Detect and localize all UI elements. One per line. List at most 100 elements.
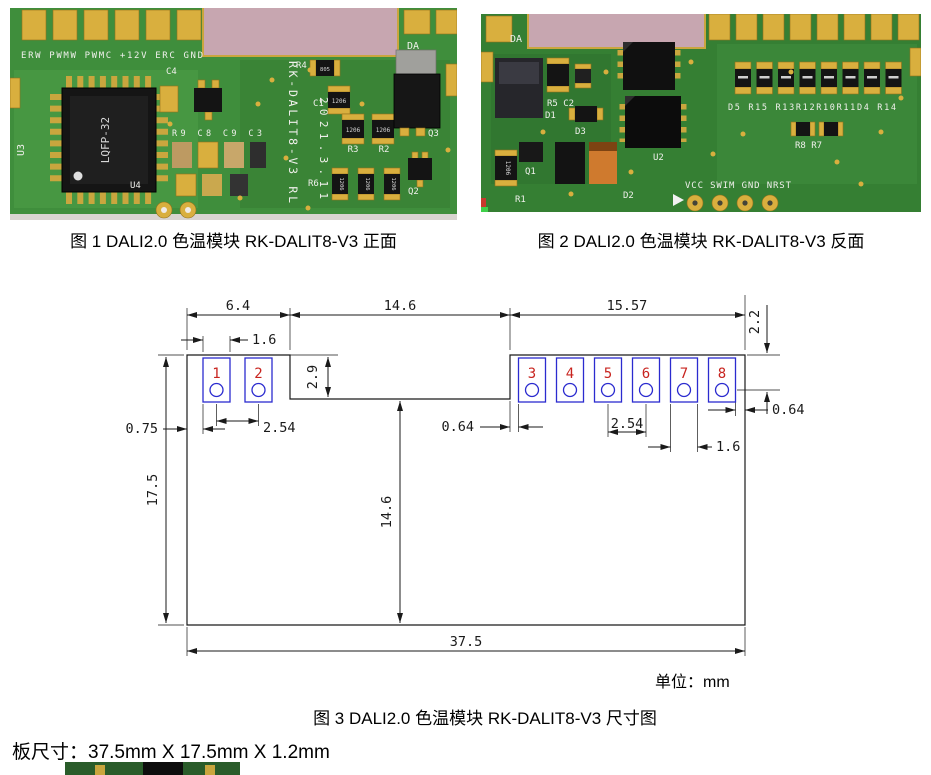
- dim-top-left-width: 6.4: [226, 298, 250, 314]
- resistor-bank: [734, 61, 902, 95]
- dim-board-height: 17.5: [145, 474, 161, 507]
- r2-resistor: 1206: [371, 113, 395, 145]
- fig3-caption: 图 3 DALI2.0 色温模块 RK-DALIT8-V3 尺寸图: [313, 709, 657, 728]
- pin1-triangle-marker: [673, 194, 684, 206]
- u2-label: U2: [653, 153, 664, 163]
- d2-tantalum: [589, 142, 617, 184]
- q1-component: [519, 142, 543, 162]
- edge-1206-component: 1206: [494, 149, 518, 187]
- da-label: DA: [407, 41, 419, 52]
- dim-top-right-width: 15.57: [607, 298, 648, 314]
- dim-notch-depth: 2.9: [305, 365, 321, 389]
- smd-marking: 1206: [346, 127, 361, 134]
- partial-image-artifact: [65, 762, 240, 775]
- smd-marking: 1206: [376, 127, 391, 134]
- r2-label: R2: [379, 145, 390, 155]
- dim-pad-width-right: 1.6: [716, 439, 740, 455]
- board-outline: [186, 354, 746, 626]
- d2-label: D2: [623, 191, 634, 201]
- r8-r7-label: R8 R7: [795, 141, 822, 151]
- pcb-back-svg: DA D1 R5 C2 D3: [481, 14, 921, 212]
- capacitor-cluster: [172, 141, 266, 197]
- dim-pad-pitch-left: 2.54: [263, 420, 296, 436]
- r3-resistor: 1206: [341, 113, 365, 145]
- smd-marking: 1206: [504, 161, 511, 176]
- r8-r7-components: [790, 121, 844, 137]
- pad-number-2: 2: [254, 366, 262, 382]
- q2-transistor: [408, 151, 432, 188]
- pin1-dot: [73, 171, 83, 181]
- sot23-regulator: [159, 79, 222, 121]
- photo-edge: [10, 214, 457, 220]
- board-date-silkscreen: 2021.3.11: [317, 97, 330, 199]
- r1-label: R1: [515, 195, 526, 205]
- pad-number-4: 4: [566, 366, 574, 382]
- resistor-bank-labels: D5 R15 R13R12R10R11D4 R14: [728, 103, 896, 113]
- q3-label: Q3: [428, 129, 439, 139]
- r4-label: R4: [296, 61, 307, 71]
- pad-number-6: 6: [642, 366, 650, 382]
- pad-number-3: 3: [528, 366, 536, 382]
- chip-label: LQFP-32: [99, 117, 112, 163]
- artifact-pad: [205, 765, 215, 775]
- q1-label: Q1: [525, 167, 536, 177]
- artifact-component: [143, 762, 183, 775]
- pad-number-8: 8: [718, 366, 726, 382]
- d1-component: [495, 58, 543, 118]
- extension-lines: [158, 295, 780, 656]
- pcb-back-photo: DA D1 R5 C2 D3: [481, 14, 921, 212]
- r5-c2-components: [546, 57, 592, 93]
- dim-pad-edge-offset: 0.64: [772, 402, 805, 418]
- dim-pad-pitch-right: 2.54: [611, 416, 644, 432]
- dim-notch-to-pad: 0.64: [441, 419, 474, 435]
- c1-label: C1: [313, 99, 324, 109]
- inductor-component: [555, 142, 585, 184]
- pcb-front-photo: ERW PWMW PWMC +12V ERC GND DA LQFP-32 U3…: [10, 8, 457, 220]
- c1-capacitor: 1206: [327, 85, 351, 115]
- notch-plating: [202, 8, 399, 57]
- pcb-front-svg: ERW PWMW PWMC +12V ERC GND DA LQFP-32 U3…: [10, 8, 457, 220]
- q2-label: Q2: [408, 187, 419, 197]
- q3-transistor: [393, 49, 441, 137]
- artifact-pad: [95, 765, 105, 775]
- notch-plating: [527, 14, 706, 49]
- smd-marking: 1206: [364, 177, 370, 190]
- dim-notch-height: 14.6: [379, 496, 395, 529]
- through-holes: [155, 201, 197, 219]
- r6-resistor-row: 1206 1206 1206: [331, 167, 401, 201]
- dimension-lines: [163, 305, 770, 654]
- dimension-drawing: 6.4 14.6 15.57 2.2 1.6 2.9 0.75 2.54 0.6…: [125, 295, 805, 656]
- pin-labels-silkscreen: ERW PWMW PWMC +12V ERC GND: [21, 51, 203, 61]
- smd-marking: 805: [320, 67, 330, 73]
- pad-number-7: 7: [680, 366, 688, 382]
- lqfp32-chip: LQFP-32: [50, 76, 168, 204]
- d1-label: D1: [545, 111, 556, 121]
- u4-label: U4: [130, 181, 141, 191]
- fig1-caption: 图 1 DALI2.0 色温模块 RK-DALIT8-V3 正面: [70, 232, 397, 251]
- fig2-caption: 图 2 DALI2.0 色温模块 RK-DALIT8-V3 反面: [537, 232, 865, 251]
- dim-notch-width: 14.6: [384, 298, 417, 314]
- pad-number-5: 5: [604, 366, 612, 382]
- notch-background: [203, 8, 398, 56]
- dim-board-width: 37.5: [450, 634, 483, 650]
- vias: [540, 59, 904, 197]
- d3-component: [568, 106, 604, 122]
- programming-pads-label: VCC SWIM GND NRST: [685, 181, 792, 191]
- r9-row-label: R9 C8 C9 C3: [172, 129, 262, 139]
- programming-holes: [686, 194, 779, 212]
- chip-body-inner: [70, 96, 148, 184]
- edge-pads-top: [481, 14, 921, 83]
- edge-pads-top: [10, 9, 457, 109]
- d3-label: D3: [575, 127, 586, 137]
- vias: [167, 67, 451, 211]
- r3-label: R3: [348, 145, 359, 155]
- u3-label: U3: [16, 144, 27, 156]
- da-label: DA: [510, 34, 522, 45]
- board-version-silkscreen: RK-DALIT8-V3 RL: [286, 61, 300, 203]
- dim-pad-top-offset: 2.2: [747, 310, 763, 334]
- smd-marking: 1206: [390, 177, 396, 190]
- notch-background: [528, 14, 705, 48]
- unit-label: 单位：mm: [655, 674, 730, 691]
- red-mark: [481, 198, 486, 209]
